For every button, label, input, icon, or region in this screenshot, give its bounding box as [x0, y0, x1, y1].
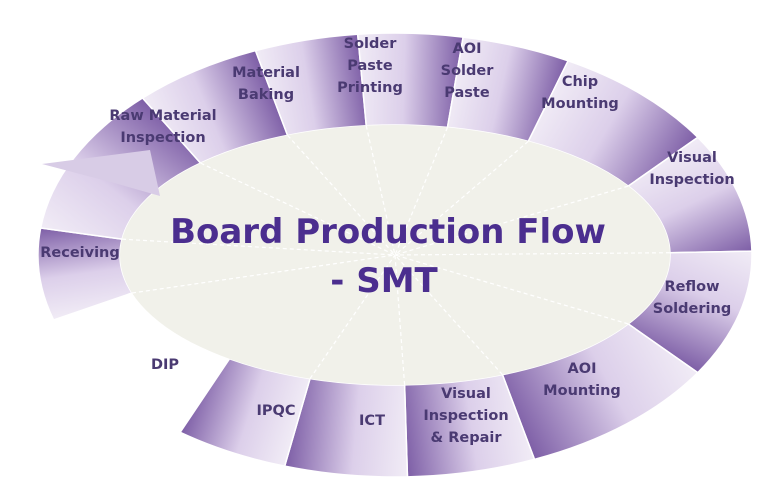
divider-line — [131, 254, 396, 294]
ring-segment-1 — [37, 227, 134, 321]
title-line-2: - SMT — [330, 261, 438, 301]
step-label-13: DIP — [151, 357, 179, 373]
step-label-line: Solder — [441, 63, 495, 79]
step-label-11: ICT — [359, 413, 385, 429]
step-label-line: IPQC — [257, 403, 296, 419]
step-label-line: AOI — [453, 41, 482, 57]
step-label-line: Reflow — [664, 279, 719, 295]
step-label-1: Receiving — [40, 245, 120, 261]
divider-lines — [122, 125, 670, 385]
divider-line — [122, 238, 396, 256]
divider-line — [394, 140, 529, 256]
divider-line — [394, 254, 406, 385]
divider-line — [394, 254, 629, 325]
step-label-line: AOI — [568, 361, 597, 377]
step-label-12: IPQC — [257, 403, 296, 419]
step-label-line: Solder — [344, 36, 398, 52]
divider-line — [287, 134, 396, 256]
step-label-line: Visual — [441, 386, 491, 402]
divider-line — [200, 162, 396, 256]
step-label-line: DIP — [151, 357, 179, 373]
title-line-1: Board Production Flow — [170, 212, 606, 252]
step-label-line: Inspection — [649, 172, 734, 188]
divider-line — [365, 125, 396, 256]
step-label-line: Chip — [562, 74, 598, 90]
flow-arrow-tail — [42, 150, 160, 196]
step-label-line: Material — [232, 65, 300, 81]
step-label-line: Raw Material — [109, 108, 216, 124]
step-label-line: Inspection — [423, 408, 508, 424]
step-label-line: & Repair — [431, 430, 503, 446]
step-label-line: Paste — [347, 58, 393, 74]
divider-line — [394, 254, 503, 376]
step-label-line: Inspection — [120, 130, 205, 146]
step-label-line: Mounting — [543, 383, 621, 399]
divider-line — [394, 252, 670, 256]
step-label-line: Baking — [238, 87, 294, 103]
step-label-9: AOI Mounting — [543, 361, 621, 399]
step-label-line: ICT — [359, 413, 385, 429]
step-label-line: Printing — [337, 80, 403, 96]
step-label-line: Mounting — [541, 96, 619, 112]
step-label-line: Paste — [444, 85, 490, 101]
diagram-title: Board Production Flow - SMT — [170, 212, 606, 301]
divider-line — [394, 185, 629, 256]
step-label-line: Receiving — [40, 245, 120, 261]
step-label-line: Soldering — [653, 301, 731, 317]
flow-ring — [37, 32, 753, 478]
step-label-line: Visual — [667, 150, 717, 166]
divider-line — [394, 127, 449, 256]
